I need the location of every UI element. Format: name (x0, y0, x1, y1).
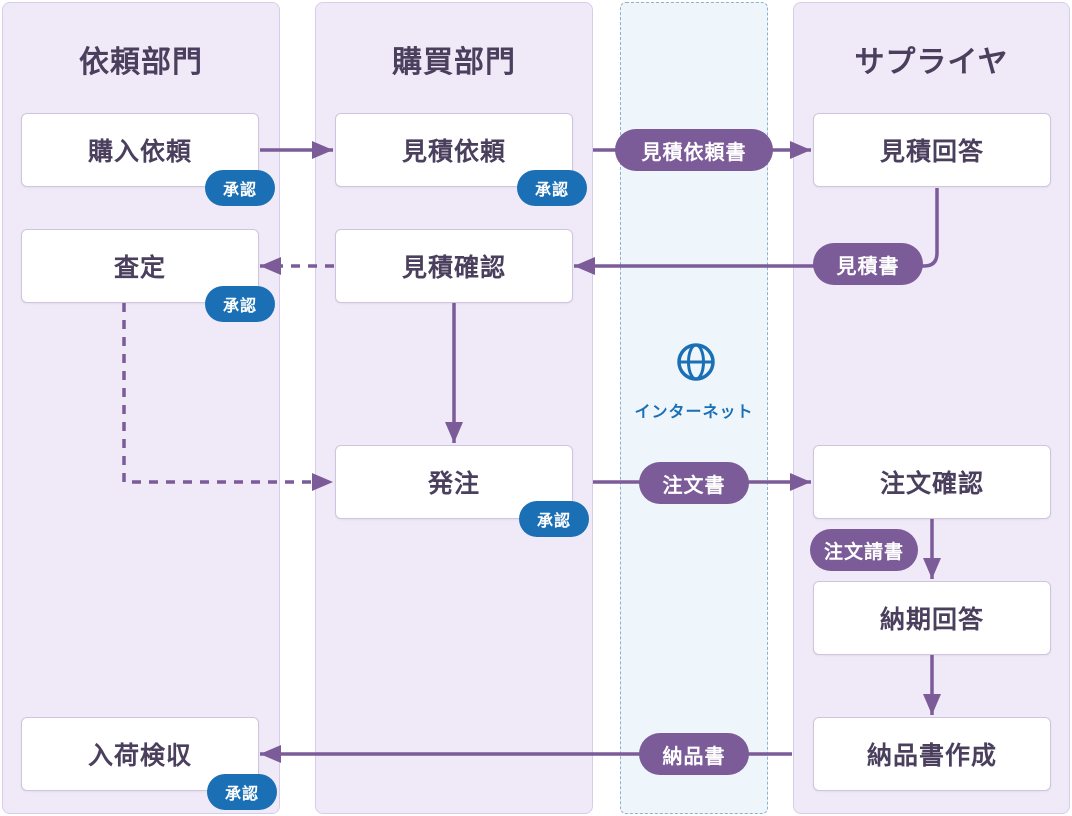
approval-badge-order: 承認 (519, 501, 589, 537)
globe-icon (677, 343, 715, 381)
box-quote-answer: 見積回答 (813, 113, 1051, 187)
document-quote-request: 見積依頼書 (615, 129, 773, 171)
lane-title-supplier: サプライヤ (854, 45, 1009, 80)
box-delivery-date-answer: 納期回答 (813, 581, 1051, 655)
approval-badge-purchase-request: 承認 (205, 170, 275, 206)
lane-title-requester: 依頼部門 (79, 45, 203, 80)
approval-badge-quote-request: 承認 (517, 170, 587, 206)
document-delivery-note: 納品書 (639, 733, 749, 775)
box-order-confirmation: 注文確認 (813, 445, 1051, 519)
document-purchase-order: 注文書 (639, 462, 749, 504)
document-quote: 見積書 (813, 243, 923, 285)
lane-title-purchasing: 購買部門 (392, 45, 516, 80)
approval-badge-receiving: 承認 (207, 774, 277, 810)
internet-label: インターネット (634, 402, 754, 421)
box-delivery-note-creation: 納品書作成 (813, 717, 1051, 791)
box-quote-confirmation: 見積確認 (335, 229, 573, 303)
document-order-acknowledgement: 注文請書 (810, 529, 918, 571)
approval-badge-assessment: 承認 (205, 286, 275, 322)
